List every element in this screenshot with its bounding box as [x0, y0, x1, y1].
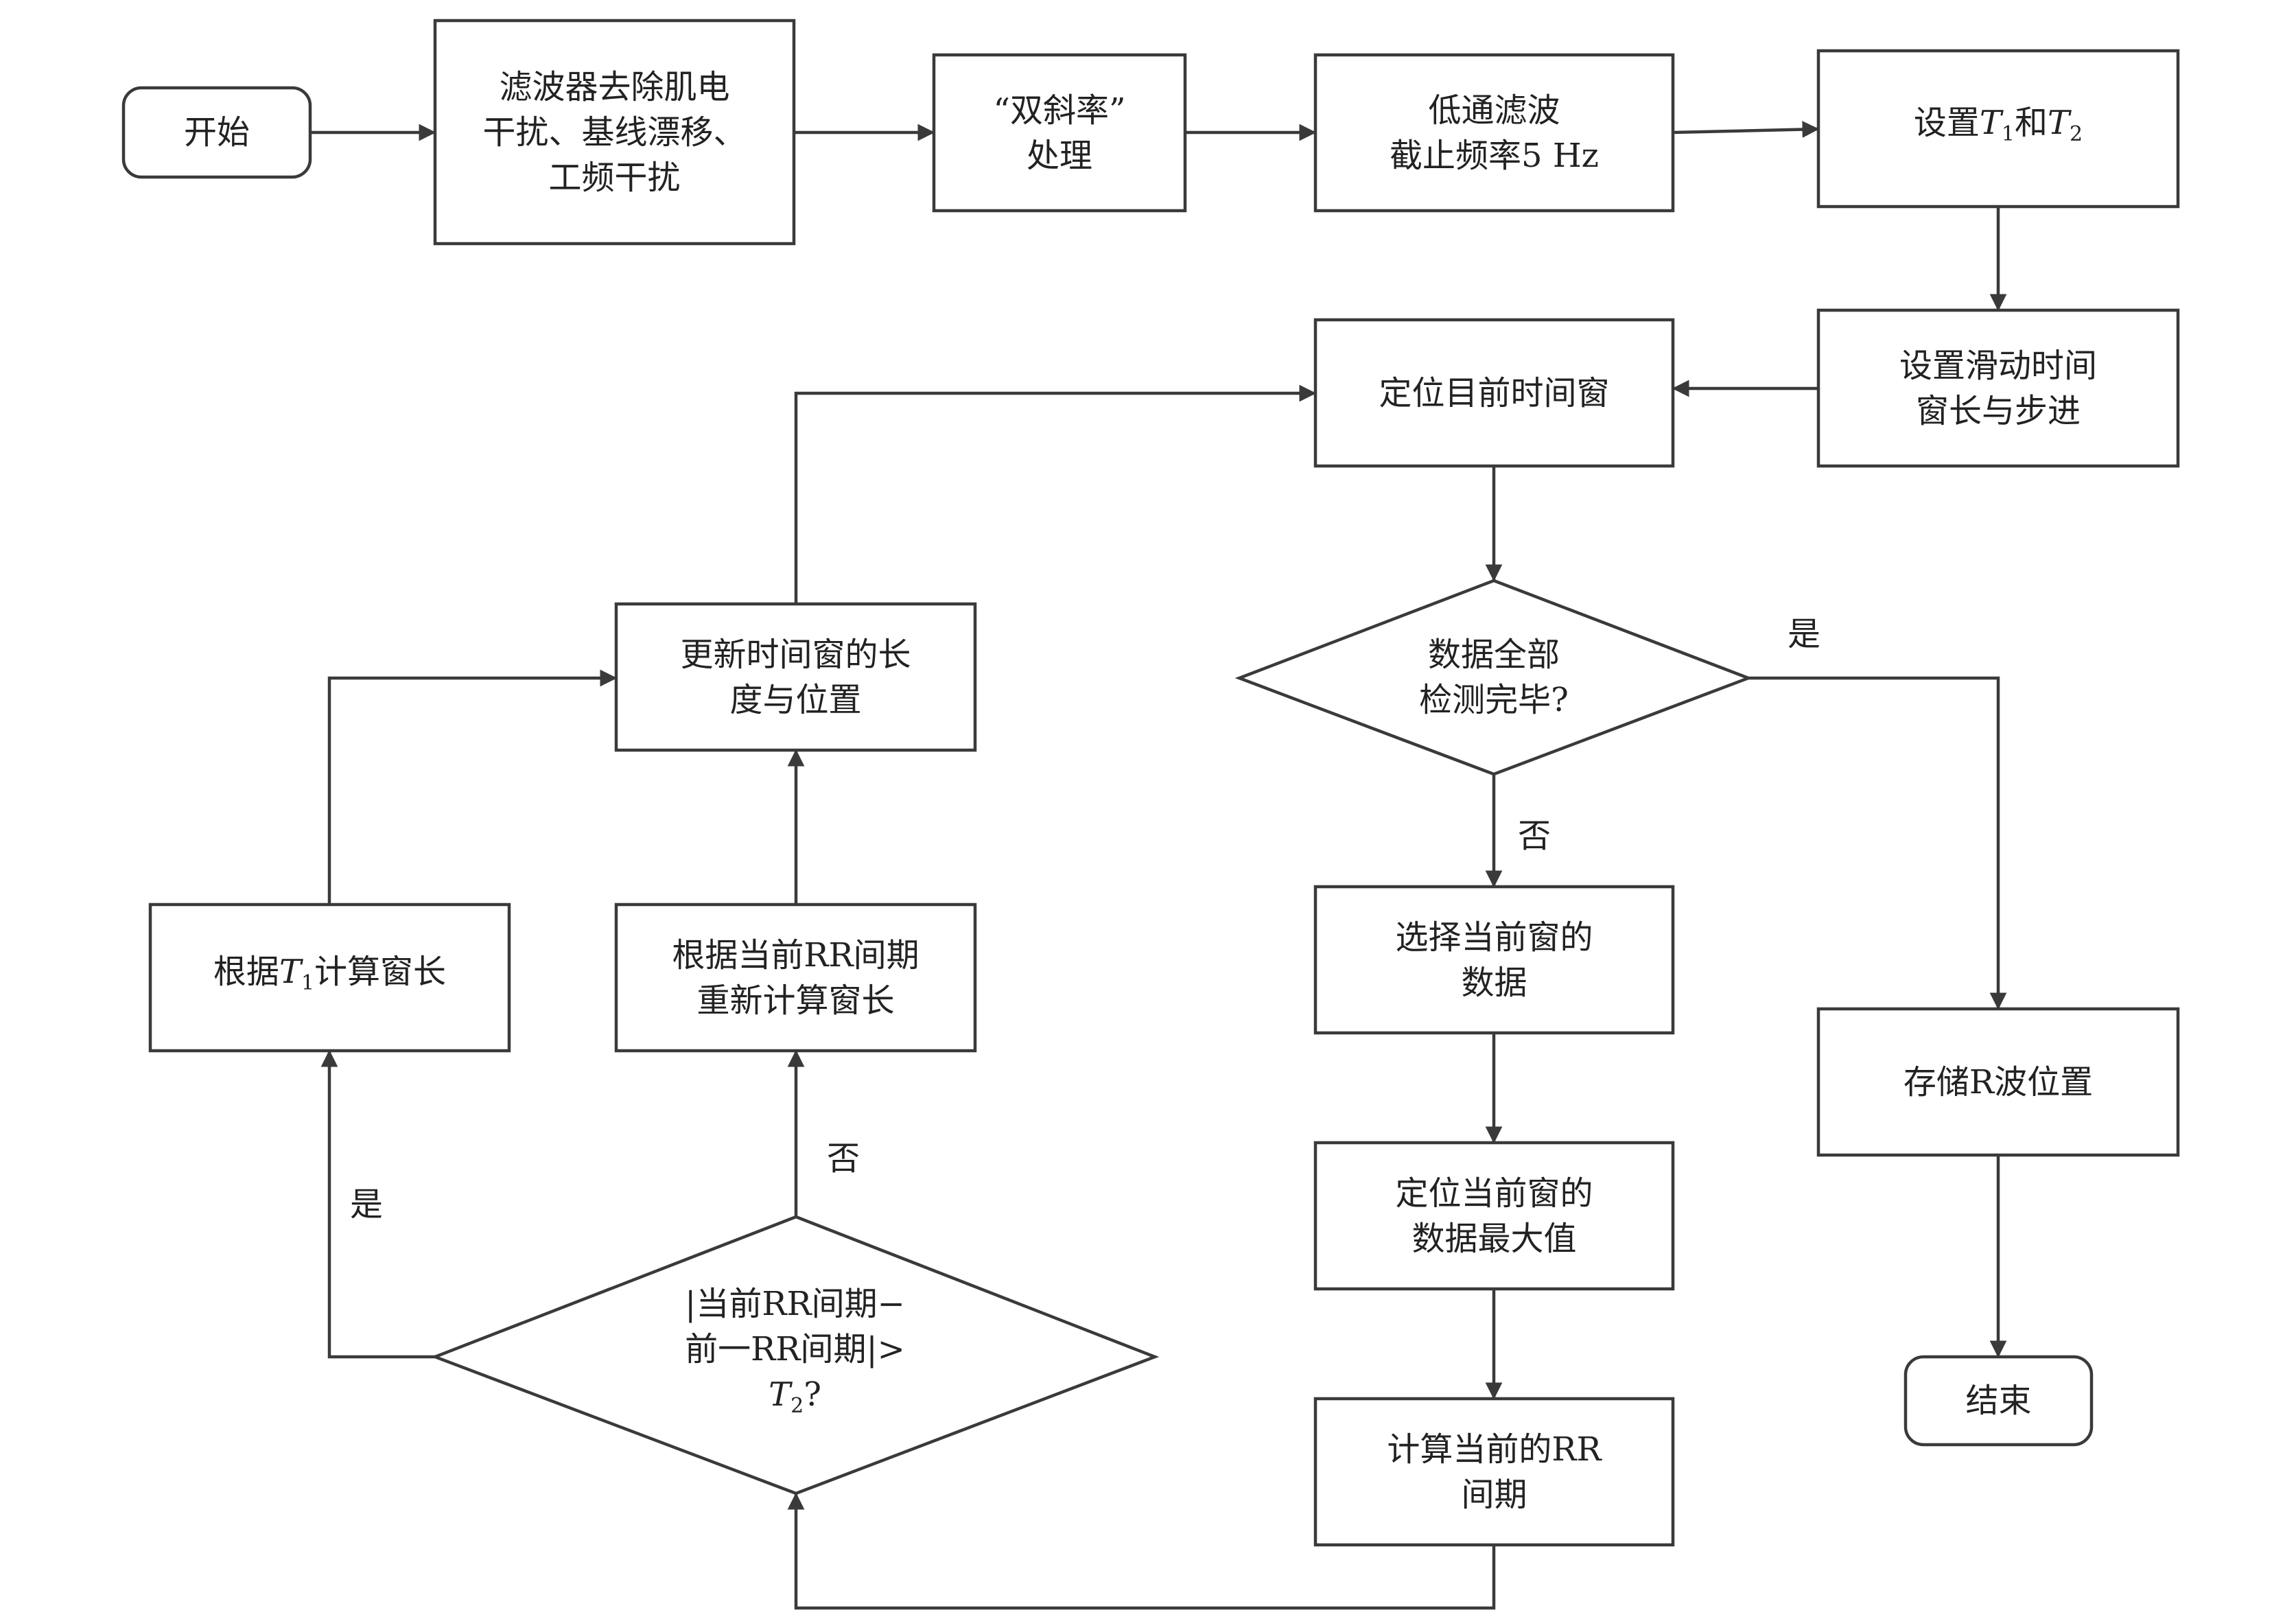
no-label-compare: 否: [827, 1139, 860, 1178]
end-text: 结束: [1965, 1382, 2032, 1420]
set-window-box: [1816, 308, 2180, 468]
filter-line-3: 工频干扰: [548, 158, 681, 197]
set-t-line: 设置T1和T2: [1914, 100, 2083, 157]
set-window-label: 设置滑动时间 窗长与步进: [1818, 310, 2178, 466]
rr-compare-line-1: |当前RR间期−: [685, 1285, 905, 1323]
rr-compare-label: |当前RR间期− 前一RR间期|> T2?: [435, 1217, 1155, 1493]
filter-label: 滤波器去除肌电 干扰、基线漂移、 工频干扰: [435, 21, 794, 244]
rr-compare-t-sub: 2: [790, 1394, 804, 1418]
rr-compare-q: ?: [804, 1375, 821, 1414]
store-r-box: [1816, 1007, 2180, 1157]
all-done-line-1: 数据全部: [1427, 636, 1560, 674]
no-label-done: 否: [1518, 817, 1551, 855]
update-window-line-1: 更新时间窗的长: [680, 635, 911, 674]
select-data-box: [1313, 885, 1675, 1035]
calc-rr-label: 计算当前的RR 间期: [1315, 1399, 1673, 1545]
start-label: 开始: [124, 88, 310, 177]
rr-compare-t: T: [769, 1375, 791, 1414]
recalc-window-line-2: 重新计算窗长: [696, 981, 895, 1020]
calc-t1-t-sub: 1: [301, 971, 315, 995]
lowpass-line-2: 截止频率5 Hz: [1390, 136, 1599, 175]
rr-compare-line-2: 前一RR间期|>: [685, 1330, 905, 1368]
calc-rr-line-2: 间期: [1461, 1475, 1527, 1514]
store-r-label: 存储R波位置: [1818, 1009, 2178, 1155]
update-window-box: [614, 602, 977, 752]
arrow-t1-to-update: [327, 669, 618, 905]
set-t-t1-sub: 1: [2001, 122, 2015, 146]
rr-compare-line-3: T2?: [769, 1372, 821, 1429]
dual-slope-line-1: “双斜率”: [993, 91, 1126, 130]
dual-slope-box: [932, 53, 1187, 213]
filter-line-1: 滤波器去除肌电: [499, 67, 730, 106]
set-t-label: 设置T1和T2: [1818, 51, 2178, 207]
calc-t1-window-label: 根据T1计算窗长: [150, 905, 509, 1051]
set-t-t2-sub: 2: [2070, 122, 2083, 146]
set-window-line-2: 窗长与步进: [1915, 391, 2081, 430]
select-data-line-1: 选择当前窗的: [1395, 918, 1593, 957]
arrow-update-to-locate: [794, 384, 1317, 604]
locate-max-box: [1313, 1141, 1675, 1291]
update-window-label: 更新时间窗的长 度与位置: [616, 604, 975, 750]
filter-line-2: 干扰、基线漂移、: [482, 113, 747, 152]
select-data-line-2: 数据: [1461, 963, 1527, 1002]
recalc-window-line-1: 根据当前RR间期: [672, 935, 919, 975]
calc-t1-post: 计算窗长: [314, 953, 447, 991]
all-done-label: 数据全部 检测完毕?: [1239, 581, 1748, 774]
set-t-t2: T: [2048, 104, 2070, 142]
start-text: 开始: [183, 113, 250, 152]
arrow-done-yes-to-store: [1748, 676, 2007, 1010]
all-done-line-2: 检测完毕?: [1419, 681, 1569, 719]
set-t-mid: 和: [2015, 104, 2048, 142]
locate-max-label: 定位当前窗的 数据最大值: [1315, 1143, 1673, 1289]
calc-rr-line-1: 计算当前的RR: [1387, 1430, 1602, 1469]
arrow-compare-yes-to-t1: [320, 1049, 435, 1359]
locate-window-label: 定位目前时间窗: [1315, 320, 1673, 466]
lowpass-label: 低通滤波 截止频率5 Hz: [1315, 55, 1673, 211]
end-label: 结束: [1906, 1357, 2092, 1445]
set-t-pre: 设置: [1913, 104, 1980, 142]
lowpass-box: [1313, 53, 1675, 213]
recalc-window-label: 根据当前RR间期 重新计算窗长: [616, 905, 975, 1051]
filter-box: [433, 19, 796, 246]
arrow-lowpass-to-set-t: [1672, 121, 1820, 138]
recalc-window-box: [614, 902, 977, 1053]
calc-t1-pre: 根据: [213, 953, 279, 991]
set-window-line-1: 设置滑动时间: [1899, 346, 2097, 385]
locate-max-line-2: 数据最大值: [1411, 1219, 1577, 1258]
yes-label-done: 是: [1788, 615, 1821, 653]
calc-t1-t: T: [279, 953, 301, 991]
yes-label-compare: 是: [350, 1185, 384, 1224]
dual-slope-label: “双斜率” 处理: [934, 55, 1185, 211]
set-t-t1: T: [1979, 104, 2002, 142]
update-window-line-2: 度与位置: [729, 680, 862, 719]
calc-t1-window-line: 根据T1计算窗长: [213, 949, 446, 1006]
select-data-label: 选择当前窗的 数据: [1315, 887, 1673, 1033]
lowpass-line-1: 低通滤波: [1428, 91, 1560, 130]
dual-slope-line-2: 处理: [1026, 136, 1092, 175]
locate-window-text: 定位目前时间窗: [1379, 373, 1610, 412]
store-r-text: 存储R波位置: [1903, 1062, 2094, 1102]
arrow-rr-to-compare: [787, 1492, 1496, 1610]
locate-max-line-1: 定位当前窗的: [1395, 1174, 1593, 1213]
calc-rr-box: [1313, 1397, 1675, 1547]
calc-t1-window-box: [148, 902, 511, 1053]
